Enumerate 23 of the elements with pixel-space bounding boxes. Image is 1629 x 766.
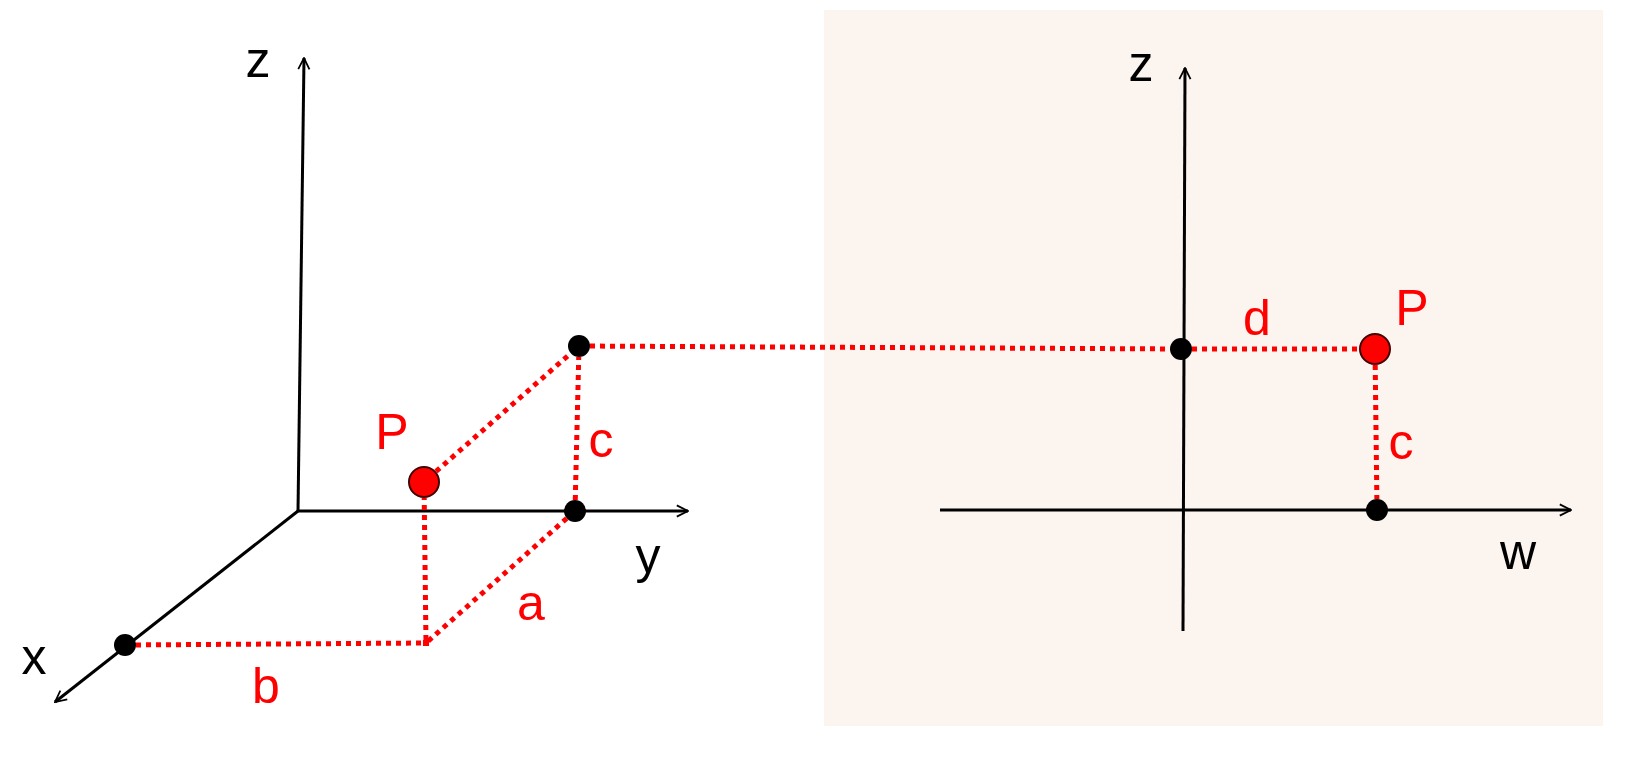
edge-label: d: [1243, 293, 1271, 343]
axis-label: z: [1128, 39, 1154, 89]
edge-label: c: [1388, 417, 1414, 467]
point-marker: [408, 466, 440, 498]
dotted-line: [421, 497, 429, 641]
line-corner: [423, 640, 429, 646]
point-marker: [568, 335, 590, 357]
dotted-line: [1192, 346, 1359, 352]
dotted-line: [426, 516, 569, 643]
edge-label: b: [252, 661, 280, 711]
dotted-line: [136, 640, 423, 648]
point-label: P: [375, 407, 409, 457]
edge-label: c: [588, 415, 614, 465]
axis-label: z: [245, 35, 271, 85]
point-marker: [564, 500, 586, 522]
point-label: P: [1395, 283, 1429, 333]
point-marker: [114, 634, 136, 656]
dotted-line: [572, 356, 582, 501]
axis-label: w: [1499, 527, 1537, 577]
edge-label: a: [517, 578, 545, 628]
axis-label: x: [21, 632, 47, 682]
dotted-line: [1372, 364, 1380, 500]
axis-label: y: [635, 531, 661, 581]
